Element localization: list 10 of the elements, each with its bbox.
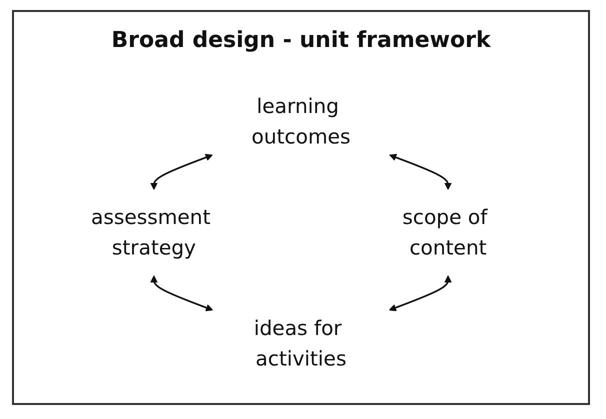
- arrow: [388, 275, 452, 312]
- arrow: [389, 154, 452, 190]
- node-text: learning outcomes: [251, 94, 351, 148]
- arrow: [150, 154, 213, 190]
- node-text: scope of content: [402, 206, 488, 260]
- diagram-title: Broad design - unit framework: [110, 28, 492, 53]
- node-text: ideas for activities: [254, 316, 346, 370]
- node-text: assessment strategy: [90, 206, 211, 260]
- arrow: [150, 275, 214, 312]
- diagram-frame: Broad design - unit framework learning outcomes assessment strategy scope of content ideas for activities: [12, 10, 590, 405]
